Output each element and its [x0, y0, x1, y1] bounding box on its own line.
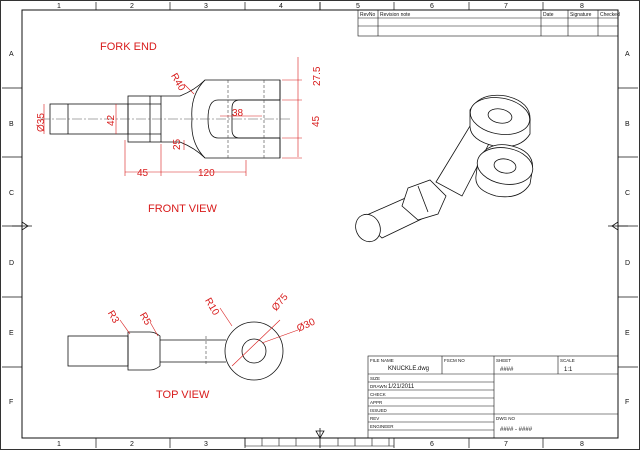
row-label: F [9, 399, 13, 406]
dim-45-right: 45 [311, 115, 322, 127]
row-ticks [2, 87, 638, 368]
column-label: 5 [356, 3, 360, 10]
row-label: A [625, 51, 630, 58]
dim-45-bottom: 45 [137, 168, 149, 179]
size-label: SIZE [370, 376, 380, 381]
file-name-value: KNUCKLE.dwg [388, 366, 429, 372]
column-label: 2 [130, 3, 134, 10]
revision-note-header: Revision note [380, 12, 411, 18]
revision-table [357, 9, 619, 37]
appr-label: APPR [370, 400, 383, 405]
top-view-geometry [67, 321, 284, 381]
column-label: 1 [57, 441, 61, 448]
sheet-label: SHEET [496, 358, 511, 363]
bottom-scale-ticks [244, 438, 394, 447]
column-label: 1 [57, 3, 61, 10]
row-label: F [625, 399, 629, 406]
column-label: 7 [504, 441, 508, 448]
dim-diameter-30: Ø30 [295, 316, 317, 334]
column-label: 6 [430, 441, 434, 448]
checked-header: Checked [600, 12, 620, 18]
front-view-title: FRONT VIEW [148, 203, 217, 215]
centering-marks [12, 2, 628, 448]
dim-r5: R5 [137, 311, 153, 328]
column-label: 4 [279, 3, 283, 10]
dwg-no-label: DWG NO [496, 416, 515, 421]
row-label: B [625, 121, 630, 128]
drawn-label: DRAWN [370, 384, 387, 389]
row-label: E [625, 330, 630, 337]
row-label: B [9, 121, 14, 128]
front-view-hidden-lines [227, 80, 265, 158]
dim-25: 25 [172, 138, 183, 150]
signature-header: Signature [570, 12, 592, 18]
row-label: D [625, 260, 630, 267]
title-block-lines [367, 355, 619, 439]
column-label: 3 [204, 441, 208, 448]
dim-27-5: 27.5 [312, 66, 323, 86]
dim-r3: R3 [105, 309, 121, 326]
column-label: 7 [504, 3, 508, 10]
date-header: Date [543, 12, 554, 18]
check-label: CHECK [370, 392, 386, 397]
issued-label: ISSUED [370, 408, 388, 413]
front-view-dimension-lines [43, 57, 302, 176]
dim-r10: R10 [202, 296, 221, 318]
engineer-label: ENGINEER [370, 424, 394, 429]
dim-r40: R40 [168, 72, 187, 94]
rev-no-header: RevNo [360, 12, 376, 18]
dwg-no-value: #### - #### [500, 427, 533, 433]
top-view-dimension-lines [119, 307, 299, 367]
dim-diameter-75: Ø75 [270, 292, 291, 314]
row-label: C [9, 190, 14, 197]
row-label: C [625, 190, 630, 197]
top-view-title: TOP VIEW [156, 389, 210, 401]
dim-42: 42 [106, 114, 117, 126]
file-name-label: FILE NAME [370, 358, 394, 363]
column-label: 2 [130, 441, 134, 448]
isometric-view [355, 94, 534, 243]
sheet-value: #### [500, 367, 514, 373]
column-ticks [95, 2, 544, 448]
row-label: A [9, 51, 14, 58]
scale-label: SCALE [560, 358, 575, 363]
dim-38: 38 [232, 108, 244, 119]
column-label: 8 [580, 3, 584, 10]
fork-end-title: FORK END [100, 41, 157, 53]
column-label: 3 [204, 3, 208, 10]
column-label: 8 [580, 441, 584, 448]
rev-label: REV [370, 416, 379, 421]
row-label: E [9, 330, 14, 337]
fscm-label: FSCM NO [444, 358, 465, 363]
dim-120: 120 [198, 168, 215, 179]
scale-value: 1:1 [564, 367, 573, 373]
dim-diameter-35: Ø35 [36, 113, 47, 132]
row-label: D [9, 260, 14, 267]
column-label: 6 [430, 3, 434, 10]
drawn-value: 1/21/2011 [388, 384, 415, 390]
